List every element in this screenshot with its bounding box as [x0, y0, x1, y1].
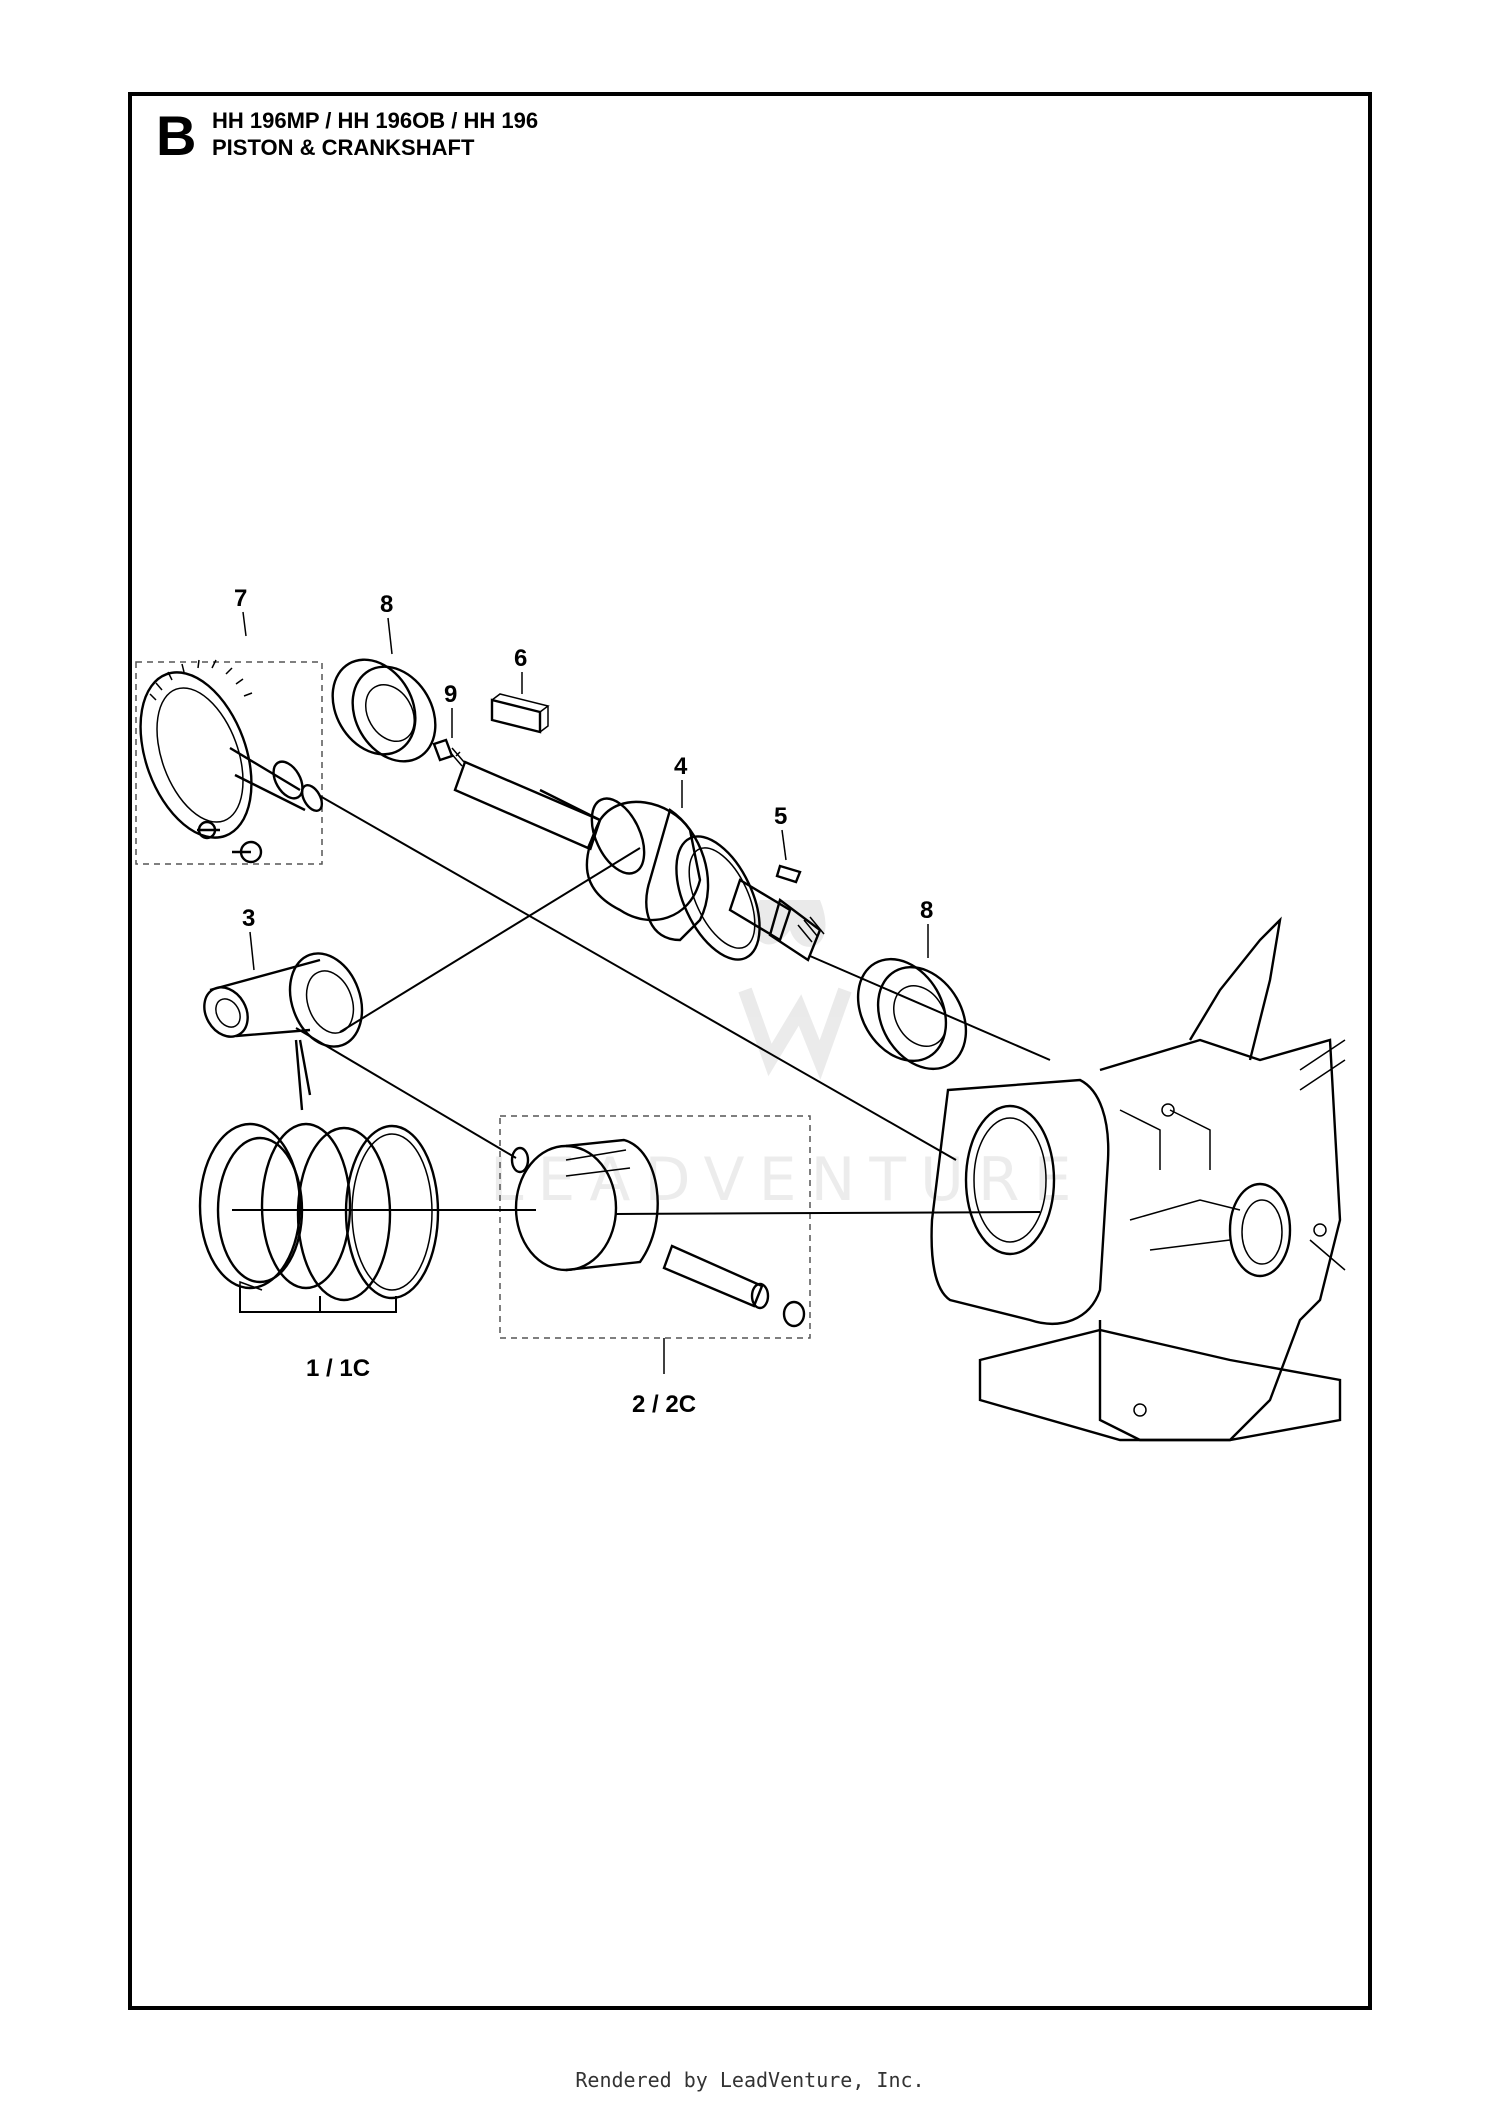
section-letter: B — [156, 104, 197, 167]
engine-block — [930, 916, 1346, 1442]
leader-7 — [242, 611, 247, 637]
leader-8-top — [387, 617, 393, 655]
leader-camshaft-to-block — [319, 795, 957, 1161]
callout-1-1c: 1 / 1C — [306, 1355, 370, 1382]
callout-8-right: 8 — [920, 897, 933, 924]
callout-8-top: 8 — [380, 591, 393, 618]
camshaft-gear — [139, 659, 324, 864]
piston-rings — [198, 1122, 440, 1302]
leader-rod-to-piston — [295, 1027, 517, 1159]
callout-6: 6 — [514, 645, 527, 672]
model-title: HH 196MP / HH 196OB / HH 196 — [212, 108, 539, 133]
leader-3 — [249, 931, 255, 971]
crankshaft-key — [490, 693, 550, 734]
callout-4: 4 — [674, 753, 688, 780]
bearing-top — [331, 658, 437, 763]
callout-9: 9 — [444, 681, 457, 708]
render-credit: Rendered by LeadVenture, Inc. — [575, 2068, 925, 2092]
piston — [510, 1138, 806, 1328]
leader-rod-to-crank — [339, 847, 641, 1033]
leader-piston-to-cylinder — [615, 1211, 1041, 1215]
timing-bolt — [432, 738, 465, 767]
callout-3: 3 — [242, 905, 255, 932]
diagram-frame — [128, 92, 1372, 2010]
callout-2-2c: 2 / 2C — [632, 1391, 696, 1418]
callout-5: 5 — [774, 803, 787, 830]
leader-5 — [781, 829, 787, 861]
woodruff-key — [775, 864, 802, 884]
piston-group-box — [499, 1115, 811, 1339]
section-subtitle: PISTON & CRANKSHAFT — [212, 135, 475, 160]
bearing-right — [856, 957, 968, 1071]
leader-crank-to-bearing — [809, 955, 1051, 1061]
callout-7: 7 — [234, 585, 247, 612]
crankshaft — [453, 760, 825, 962]
watermark-text: LEADVENTURE — [490, 1145, 1086, 1215]
camshaft-group-box — [135, 661, 323, 865]
rings-bracket — [239, 1286, 397, 1313]
